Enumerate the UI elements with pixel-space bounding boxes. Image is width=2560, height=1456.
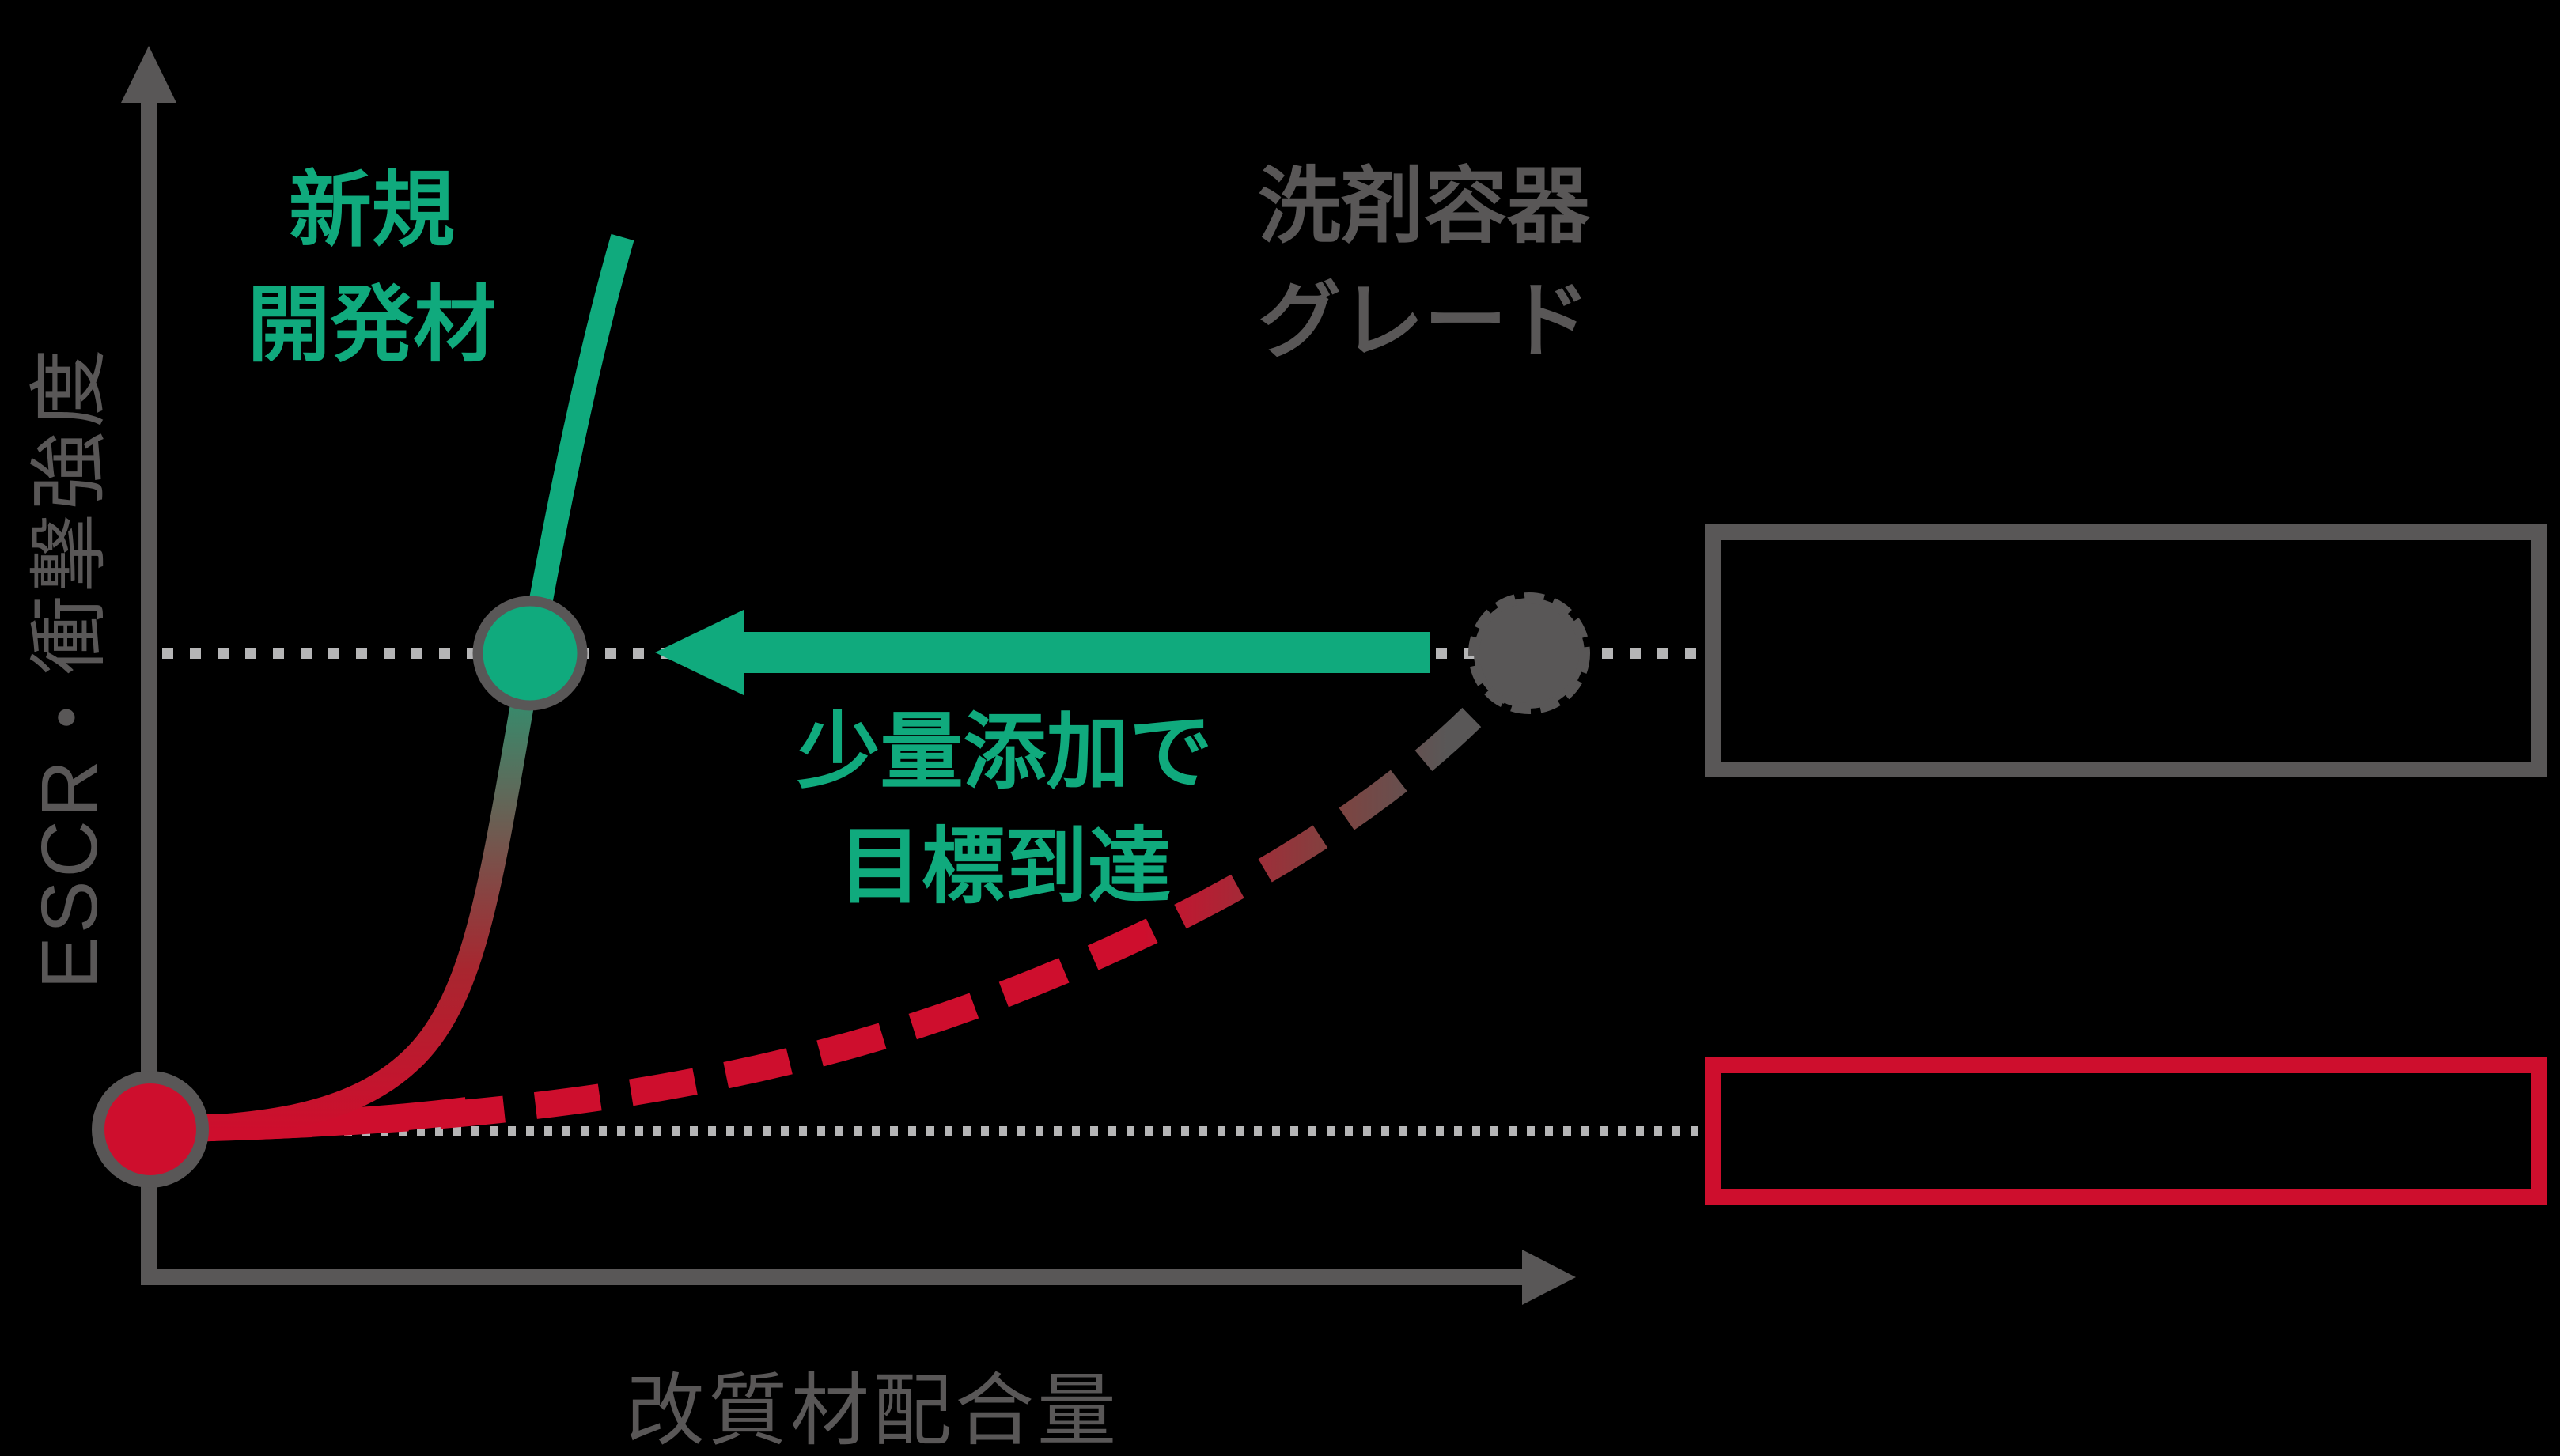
arrow-annotation: 少量添加で 目標到達 <box>797 706 1213 913</box>
new-material-label: 新規 開発材 <box>247 165 497 372</box>
x-axis <box>141 1269 1527 1285</box>
x-axis-arrowhead <box>1522 1250 1576 1305</box>
grade-dashed-curve <box>150 645 1540 1143</box>
new-material-point <box>472 596 588 711</box>
red-annotation-box <box>1705 1057 2547 1205</box>
x-axis-label: 改質材配合量 <box>626 1367 1119 1455</box>
y-axis-arrowhead <box>121 46 176 103</box>
grade-point <box>1468 592 1590 714</box>
baseline-point <box>92 1071 209 1188</box>
y-axis-label: ESCR・衝撃強度 <box>25 346 114 989</box>
improvement-arrow <box>655 610 1430 695</box>
new-material-curve <box>150 233 634 1141</box>
y-axis <box>141 87 157 1285</box>
grade-label: 洗剤容器 グレード <box>1257 161 1590 368</box>
gray-annotation-box <box>1705 524 2547 777</box>
